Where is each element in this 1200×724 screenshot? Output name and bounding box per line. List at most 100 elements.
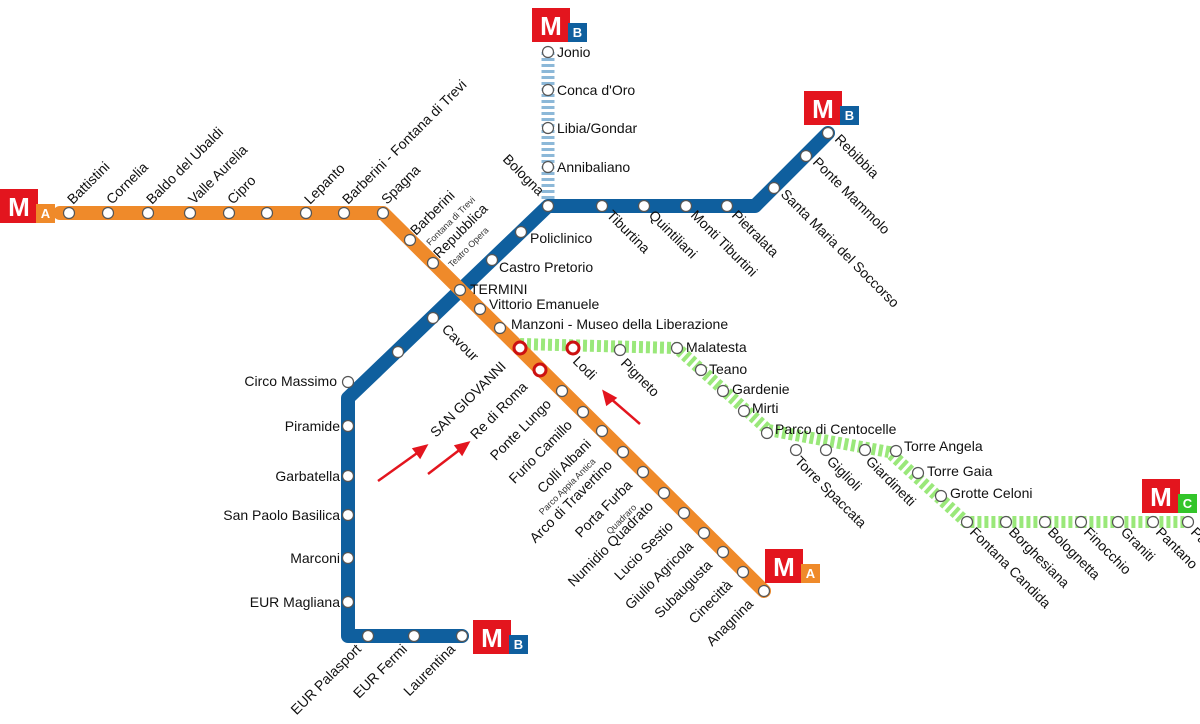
logo-red-box (765, 549, 803, 583)
station-marker (789, 443, 803, 457)
station-label: Libia/Gondar (557, 120, 638, 136)
arrow-mark (453, 441, 471, 457)
station-marker (141, 206, 155, 220)
interchange-marker (532, 362, 548, 378)
station-marker (999, 515, 1013, 529)
station-marker (341, 595, 355, 609)
station-label: Tiburtina (604, 207, 654, 257)
station-label: Parco di Centocelle (775, 421, 897, 437)
station-marker (819, 443, 833, 457)
station-marker (636, 465, 650, 479)
logo-red-box (1142, 479, 1180, 513)
station-marker (657, 486, 671, 500)
logo-line-box (840, 106, 859, 125)
station-marker (1074, 515, 1088, 529)
station-marker (821, 126, 835, 140)
logo-line-letter: B (514, 637, 523, 652)
station-marker (453, 283, 467, 297)
logo-red-box (532, 8, 570, 42)
logo-line-letter: B (573, 25, 582, 40)
station-marker (760, 426, 774, 440)
logo-line-box (568, 23, 587, 42)
logo-red-box (473, 620, 511, 654)
station-label: Pigneto (618, 355, 663, 400)
station-label: Circo Massimo (244, 373, 337, 389)
station-marker (799, 149, 813, 163)
station-marker (637, 199, 651, 213)
station-marker (1111, 515, 1125, 529)
station-marker (341, 508, 355, 522)
station-label: Mirti (752, 400, 778, 416)
station-marker (541, 160, 555, 174)
interchange-marker (565, 340, 581, 356)
station-label: Cornelia (103, 159, 151, 207)
station-marker (736, 565, 750, 579)
station-label: Lodi (570, 353, 600, 383)
station-label: Torre Gaia (927, 463, 993, 479)
station-marker (677, 506, 691, 520)
station-label: Piramide (285, 418, 340, 434)
station-marker (514, 225, 528, 239)
station-label: EUR Palasport (287, 641, 364, 718)
station-marker (720, 199, 734, 213)
station-marker (616, 445, 630, 459)
logo-line-letter: A (806, 566, 816, 581)
station-marker (341, 551, 355, 565)
station-marker (361, 629, 375, 643)
station-marker (595, 424, 609, 438)
station-marker (455, 629, 469, 643)
station-label: SAN GIOVANNI (427, 358, 509, 440)
station-label: Gardenie (732, 381, 790, 397)
station-marker (341, 375, 355, 389)
station-label: Malatesta (686, 339, 747, 355)
station-marker (341, 419, 355, 433)
station-label: Cavour (439, 321, 482, 364)
arrow-mark (602, 389, 618, 407)
station-label: Vittorio Emanuele (489, 296, 599, 312)
interchange-marker (512, 340, 528, 356)
station-label: Laurentina (400, 641, 458, 699)
station-marker (613, 343, 627, 357)
station-marker (679, 199, 693, 213)
logo-letter: M (540, 11, 562, 41)
logo-line-box (801, 564, 820, 583)
arrow-mark (411, 444, 429, 460)
logo-line-letter: A (41, 206, 51, 221)
station-marker (473, 302, 487, 316)
station-marker (376, 206, 390, 220)
logo-letter: M (8, 192, 30, 222)
station-label: Santa Maria del Soccorso (778, 186, 903, 311)
station-marker (541, 199, 555, 213)
station-marker (1038, 515, 1052, 529)
station-label: Cipro (224, 172, 259, 207)
station-marker (493, 321, 507, 335)
station-marker (1181, 515, 1195, 529)
logo-letter: M (481, 623, 503, 653)
station-label: Grotte Celoni (950, 485, 1032, 501)
logo-red-box (804, 91, 842, 125)
station-label: Conca d'Oro (557, 82, 635, 98)
station-label: Manzoni - Museo della Liberazione (511, 316, 728, 332)
station-label: Baldo del Ubaldi (143, 124, 226, 207)
station-label: Lepanto (301, 160, 348, 207)
station-label: San Paolo Basilica (223, 507, 340, 523)
station-marker (697, 526, 711, 540)
station-marker (737, 404, 751, 418)
station-marker (337, 206, 351, 220)
logo-letter: M (773, 552, 795, 582)
station-label: Giardinetti (863, 453, 919, 509)
station-marker (341, 469, 355, 483)
station-marker (960, 515, 974, 529)
station-marker (911, 466, 925, 480)
station-marker (889, 444, 903, 458)
station-markers (62, 45, 1195, 643)
station-label: TERMINI (470, 281, 528, 297)
station-label: Bologna (500, 151, 548, 199)
station-label: Annibaliano (557, 159, 630, 175)
